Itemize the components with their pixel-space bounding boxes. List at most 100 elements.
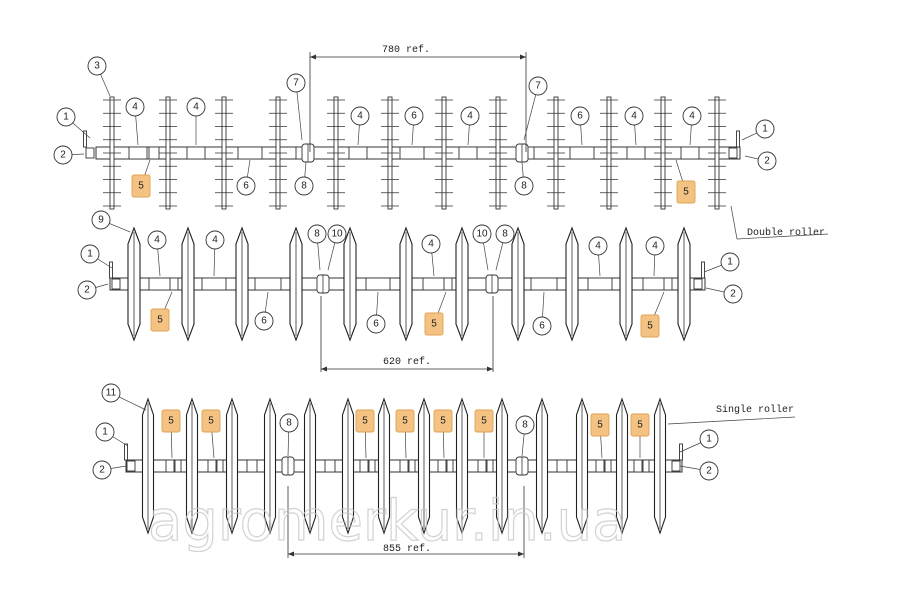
callout: 4 (624, 106, 644, 146)
callout: 2 (705, 284, 743, 304)
callout-number: 8 (301, 181, 307, 192)
spacer-sleeve (626, 146, 646, 160)
callout-highlighted: 5 (675, 159, 696, 204)
row-double-roller (109, 226, 706, 342)
spacer-sleeve (169, 277, 179, 291)
callout: 1 (703, 252, 740, 273)
roller-disc (235, 226, 249, 342)
callout-circle (350, 106, 370, 126)
spacer-sleeve (399, 146, 425, 160)
callout: 4 (125, 97, 145, 146)
callout-circle (723, 284, 743, 304)
callout-badge (433, 409, 453, 433)
callout-number: 2 (706, 466, 712, 477)
callout-number: 4 (193, 102, 199, 113)
callout: 8 (515, 415, 535, 457)
crosskill-ring (654, 96, 672, 210)
callout: 10 (472, 224, 492, 271)
spacer-sleeve (128, 146, 148, 160)
end-cap (111, 278, 121, 290)
callout-badge (676, 180, 696, 204)
callout: 4 (421, 234, 441, 277)
callout-highlighted: 5 (161, 409, 181, 459)
spacer-sleeve (422, 277, 446, 291)
callout-circle (286, 73, 306, 93)
callout-number: 1 (102, 427, 108, 438)
spacer-sleeve (530, 277, 558, 291)
callout-circle (532, 316, 552, 336)
crosskill-ring (435, 96, 453, 210)
callout-number: 5 (208, 416, 214, 427)
callout-highlighted: 5 (395, 409, 415, 459)
roller-disc (127, 226, 141, 342)
dimension (287, 486, 525, 558)
spacer-sleeve (174, 459, 182, 473)
end-cap (728, 147, 738, 159)
roller-disc (677, 226, 691, 342)
callout-circle (91, 210, 111, 230)
callout-number: 2 (764, 156, 770, 167)
callout-circle (682, 106, 702, 126)
roller-disc (455, 397, 469, 535)
callout: 1 (95, 422, 129, 447)
callout: 10 (327, 224, 347, 271)
spacer-sleeve (359, 459, 369, 473)
dimension-arrow (487, 366, 493, 372)
roller-disc (575, 397, 589, 535)
callout-circle (307, 224, 327, 244)
callout: 4 (205, 230, 225, 277)
callout-number: 11 (106, 388, 117, 399)
callout-circle (254, 311, 274, 331)
callout-number: 1 (706, 434, 712, 445)
roller-disc (263, 397, 277, 535)
callout-number: 2 (84, 285, 90, 296)
callout-circle (279, 413, 299, 433)
callout: 4 (460, 106, 480, 146)
dimension-arrow (520, 54, 526, 60)
watermark: agromerkur.in.ua (148, 489, 627, 554)
callout-badge (201, 409, 221, 433)
roller-disc (495, 397, 509, 535)
callout-highlighted: 5 (201, 409, 221, 459)
callout-number: 3 (94, 61, 100, 72)
roller-disc (141, 397, 155, 535)
callout-circle (77, 280, 97, 300)
single-roller-label: Single roller (716, 404, 794, 416)
section-labels: Double roller Single roller 780 ref. 620… (382, 44, 829, 555)
callout: 8 (294, 161, 314, 196)
roller-disc (399, 226, 413, 342)
callout-number: 4 (212, 235, 218, 246)
callout-circle (294, 176, 314, 196)
callout: 8 (307, 224, 327, 271)
row-single-roller (124, 397, 683, 535)
callout-highlighted: 5 (131, 159, 151, 198)
spacer-sleeve (237, 146, 263, 160)
callout-number: 5 (157, 315, 163, 326)
roller-disc (225, 397, 239, 535)
callout-circle (95, 422, 115, 442)
bearing (485, 274, 499, 294)
end-bolt (83, 130, 87, 148)
dimension-lines (287, 52, 527, 558)
dimension-arrow (288, 551, 294, 557)
roller-disc (343, 226, 357, 342)
spacer-sleeve (595, 459, 605, 473)
row-crosskill-roller (83, 96, 741, 210)
callout-number: 1 (762, 124, 768, 135)
callout-circle (720, 252, 740, 272)
callout-circle (472, 224, 492, 244)
end-cap (126, 460, 136, 472)
spacer-sleeve (663, 277, 673, 291)
callout-number: 5 (402, 416, 408, 427)
dimension-arrow (310, 54, 316, 60)
shaft-end-cap (124, 443, 136, 472)
bearing (281, 456, 295, 476)
spacer-sleeve (642, 459, 650, 473)
end-bolt (124, 443, 128, 461)
callout-number: 5 (138, 181, 144, 192)
callout-number: 6 (539, 321, 545, 332)
callout: 3 (87, 56, 111, 97)
callout-circle (528, 76, 548, 96)
callout: 7 (523, 76, 548, 141)
